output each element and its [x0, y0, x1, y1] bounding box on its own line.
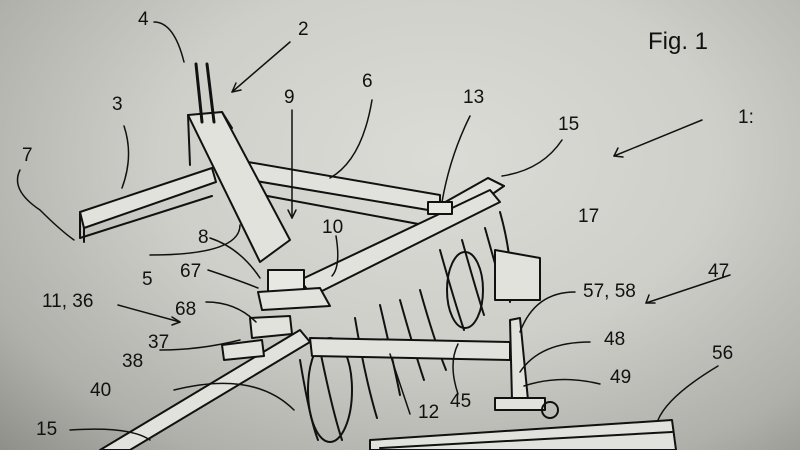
beam-3: [79, 167, 217, 243]
ref-37: 37: [148, 332, 170, 353]
ref-5: 5: [142, 269, 153, 290]
ref-2: 2: [298, 19, 309, 40]
ref-12: 12: [418, 402, 440, 423]
ref-15-bottom: 15: [36, 419, 58, 440]
disc-gang: [299, 211, 541, 443]
ref-38: 38: [122, 351, 144, 372]
ref-40: 40: [90, 380, 112, 401]
ref-57-58: 57, 58: [583, 281, 636, 302]
ref-4: 4: [138, 9, 149, 30]
main-frame-15: [99, 177, 505, 450]
ref-1: 1:: [738, 107, 754, 128]
ref-67: 67: [180, 261, 202, 282]
ref-13: 13: [463, 87, 485, 108]
ref-48: 48: [604, 329, 626, 350]
ref-11-36: 11, 36: [42, 291, 94, 312]
cross-beam-45: [309, 337, 511, 361]
ref-6: 6: [362, 71, 373, 92]
ref-68: 68: [175, 299, 197, 320]
ref-47: 47: [708, 261, 730, 282]
roller-bracket: [494, 317, 559, 419]
hitch-plates-4: [194, 62, 216, 124]
ref-10: 10: [322, 217, 344, 238]
ref-8: 8: [198, 227, 209, 248]
roller-56: [369, 419, 677, 450]
ref-15-top: 15: [558, 114, 580, 135]
ref-9: 9: [284, 87, 295, 108]
ref-49: 49: [610, 367, 632, 388]
leader-lines: [16, 21, 731, 441]
figure-title: Fig. 1: [648, 28, 709, 55]
pivot-block: [221, 269, 331, 361]
ref-45: 45: [450, 391, 472, 412]
ref-7: 7: [22, 145, 33, 166]
ref-56: 56: [712, 343, 734, 364]
mast-5: [187, 111, 291, 263]
ref-17: 17: [578, 206, 600, 227]
ref-3: 3: [112, 94, 123, 115]
